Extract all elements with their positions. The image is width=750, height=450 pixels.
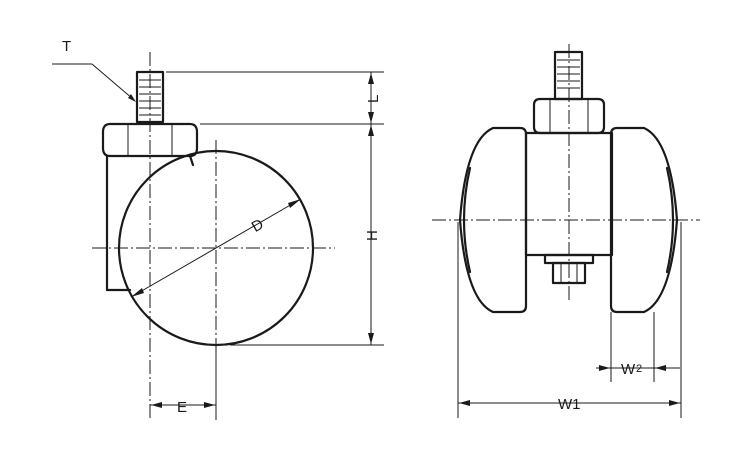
front-left-wheel bbox=[458, 126, 528, 314]
front-right-wheel bbox=[609, 126, 679, 314]
label-L: L bbox=[365, 95, 382, 103]
label-W1: W1 bbox=[558, 396, 581, 413]
label-H: H bbox=[364, 230, 381, 241]
dim-W1: W1 bbox=[457, 222, 682, 418]
dim-L: L bbox=[365, 72, 382, 124]
dim-H: H bbox=[364, 124, 381, 345]
label-W2-subscript: 2 bbox=[636, 363, 642, 375]
label-T: T bbox=[62, 38, 71, 55]
dim-T: T bbox=[52, 38, 136, 102]
front-view bbox=[432, 44, 700, 314]
label-W2: W bbox=[621, 361, 636, 378]
label-D: D bbox=[249, 216, 267, 236]
side-thread-lines bbox=[139, 79, 161, 116]
side-housing bbox=[105, 154, 132, 292]
extension-lines-L-H bbox=[166, 71, 384, 346]
dim-W2: W 2 bbox=[596, 312, 680, 382]
dim-E: E bbox=[150, 345, 217, 420]
label-E: E bbox=[177, 399, 187, 416]
side-view bbox=[92, 52, 335, 420]
